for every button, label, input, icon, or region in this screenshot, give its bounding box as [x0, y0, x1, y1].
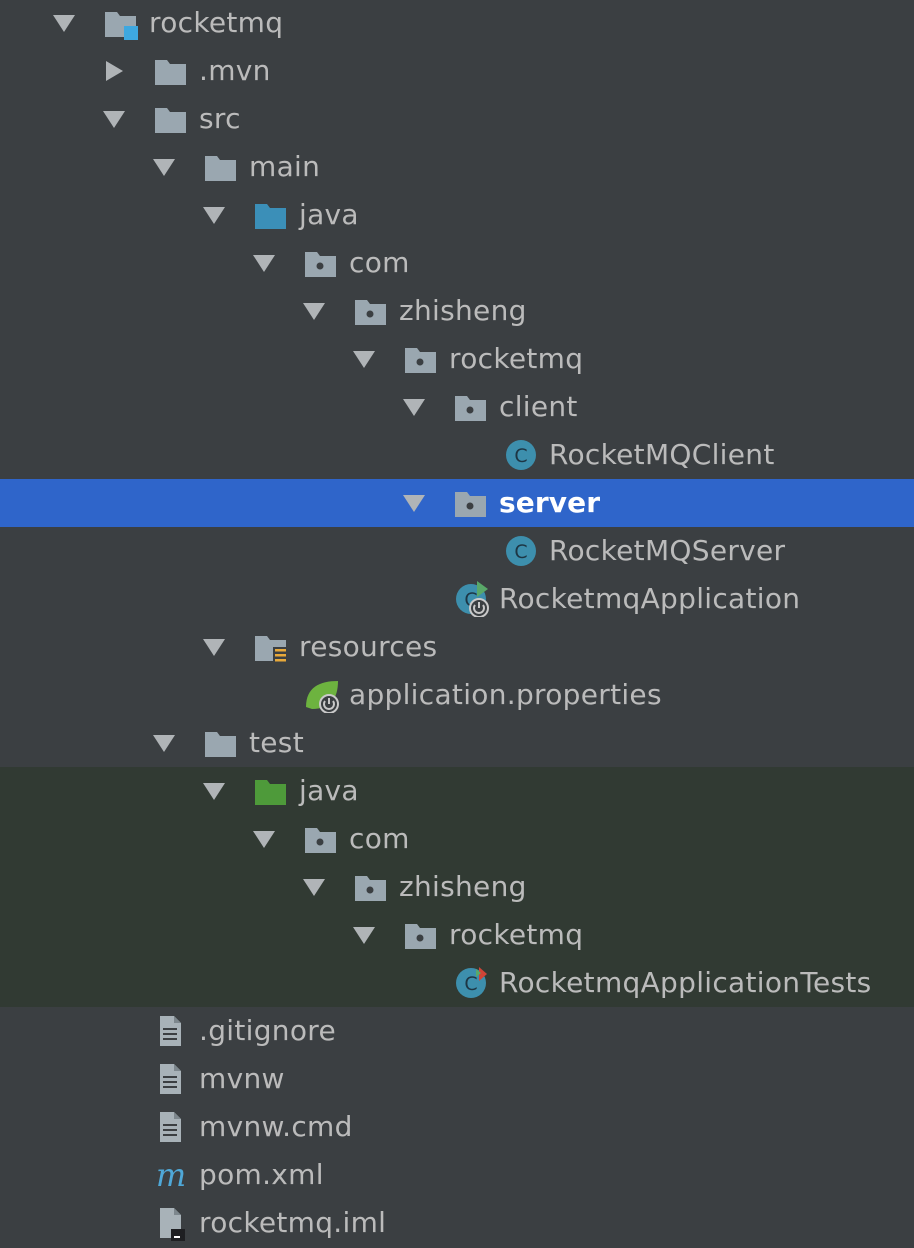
tree-row-test[interactable]: test	[0, 719, 914, 767]
tree-row-rocketmq[interactable]: rocketmq	[0, 911, 914, 959]
tree-item-label: main	[249, 150, 321, 183]
tree-item-label: java	[299, 198, 359, 231]
svg-text:C: C	[514, 445, 527, 467]
expand-arrow-icon[interactable]	[202, 636, 226, 658]
tree-item-label: zhisheng	[399, 870, 527, 903]
tree-row-mvnw-cmd[interactable]: mvnw.cmd	[0, 1103, 914, 1151]
tree-row-zhisheng[interactable]: zhisheng	[0, 863, 914, 911]
tree-item-label: src	[199, 102, 241, 135]
tree-row-com[interactable]: com	[0, 815, 914, 863]
tree-item-label: zhisheng	[399, 294, 527, 327]
tree-item-label: client	[499, 390, 578, 423]
expand-arrow-icon[interactable]	[402, 492, 426, 514]
tree-item-label: RocketmqApplicationTests	[499, 966, 872, 999]
expand-arrow-icon[interactable]	[302, 300, 326, 322]
folder-icon	[202, 149, 240, 185]
tree-row-client[interactable]: client	[0, 383, 914, 431]
folder-icon	[152, 53, 190, 89]
tree-item-label: java	[299, 774, 359, 807]
tree-item-label: mvnw.cmd	[199, 1110, 353, 1143]
package-icon	[452, 389, 490, 425]
tree-item-label: pom.xml	[199, 1158, 324, 1191]
expand-arrow-icon[interactable]	[402, 396, 426, 418]
tree-row-main[interactable]: main	[0, 143, 914, 191]
tree-item-label: rocketmq	[449, 918, 584, 951]
tree-item-label: com	[349, 246, 410, 279]
module-folder-icon	[102, 5, 140, 41]
package-icon	[352, 293, 390, 329]
svg-text:C: C	[514, 541, 527, 563]
tree-row-application-properties[interactable]: application.properties	[0, 671, 914, 719]
text-file-icon	[152, 1109, 190, 1145]
maven-icon: m	[152, 1156, 190, 1194]
svg-text:m: m	[156, 1157, 186, 1193]
package-icon	[402, 341, 440, 377]
tree-row-server[interactable]: server	[0, 479, 914, 527]
svg-text:C: C	[464, 973, 477, 995]
tree-item-label: server	[499, 486, 601, 519]
tree-row-com[interactable]: com	[0, 239, 914, 287]
java-class-icon: C	[502, 533, 540, 569]
tree-item-label: RocketmqApplication	[499, 582, 801, 615]
tree-row-java[interactable]: java	[0, 767, 914, 815]
tree-item-label: rocketmq	[449, 342, 584, 375]
tree-item-label: application.properties	[349, 678, 662, 711]
tree-row-rocketmq-iml[interactable]: rocketmq.iml	[0, 1199, 914, 1247]
tree-row-mvnw[interactable]: mvnw	[0, 1055, 914, 1103]
folder-icon	[202, 725, 240, 761]
resources-folder-icon	[252, 629, 290, 665]
tree-row-gitignore[interactable]: .gitignore	[0, 1007, 914, 1055]
expand-arrow-icon[interactable]	[302, 876, 326, 898]
tree-row-rocketmqapplicationtests[interactable]: C RocketmqApplicationTests	[0, 959, 914, 1007]
tree-item-label: .mvn	[199, 54, 271, 87]
tree-row-rocketmq[interactable]: rocketmq	[0, 0, 914, 47]
folder-icon	[152, 101, 190, 137]
expand-arrow-icon[interactable]	[52, 12, 76, 34]
tree-item-label: rocketmq.iml	[199, 1206, 387, 1239]
tree-item-label: RocketMQClient	[549, 438, 775, 471]
expand-arrow-icon[interactable]	[252, 252, 276, 274]
expand-arrow-icon[interactable]	[152, 156, 176, 178]
package-icon	[302, 245, 340, 281]
tree-item-label: resources	[299, 630, 438, 663]
tree-row-pom-xml[interactable]: m pom.xml	[0, 1151, 914, 1199]
text-file-icon	[152, 1013, 190, 1049]
tree-item-label: mvnw	[199, 1062, 285, 1095]
expand-arrow-icon[interactable]	[152, 732, 176, 754]
tree-row-mvn[interactable]: .mvn	[0, 47, 914, 95]
source-root-folder-icon	[252, 197, 290, 233]
tree-row-java[interactable]: java	[0, 191, 914, 239]
expand-arrow-icon[interactable]	[352, 348, 376, 370]
tree-row-rocketmqapplication[interactable]: C RocketmqApplication	[0, 575, 914, 623]
text-file-icon	[152, 1061, 190, 1097]
collapse-arrow-icon[interactable]	[102, 60, 126, 82]
tree-item-label: .gitignore	[199, 1014, 336, 1047]
expand-arrow-icon[interactable]	[202, 780, 226, 802]
tree-item-label: test	[249, 726, 304, 759]
tree-row-rocketmqserver[interactable]: C RocketMQServer	[0, 527, 914, 575]
package-icon	[402, 917, 440, 953]
spring-properties-icon	[302, 677, 340, 714]
spring-boot-class-icon: C	[452, 581, 490, 618]
java-class-icon: C	[502, 437, 540, 473]
tree-item-label: RocketMQServer	[549, 534, 786, 567]
tree-item-label: rocketmq	[149, 6, 284, 39]
test-root-folder-icon	[252, 773, 290, 809]
expand-arrow-icon[interactable]	[202, 204, 226, 226]
test-class-icon: C	[452, 965, 490, 1001]
package-icon	[302, 821, 340, 857]
tree-row-resources[interactable]: resources	[0, 623, 914, 671]
package-icon	[452, 485, 490, 521]
tree-item-label: com	[349, 822, 410, 855]
expand-arrow-icon[interactable]	[352, 924, 376, 946]
expand-arrow-icon[interactable]	[252, 828, 276, 850]
iml-file-icon	[152, 1205, 190, 1241]
tree-row-rocketmqclient[interactable]: C RocketMQClient	[0, 431, 914, 479]
expand-arrow-icon[interactable]	[102, 108, 126, 130]
package-icon	[352, 869, 390, 905]
tree-row-src[interactable]: src	[0, 95, 914, 143]
tree-row-rocketmq[interactable]: rocketmq	[0, 335, 914, 383]
tree-row-zhisheng[interactable]: zhisheng	[0, 287, 914, 335]
